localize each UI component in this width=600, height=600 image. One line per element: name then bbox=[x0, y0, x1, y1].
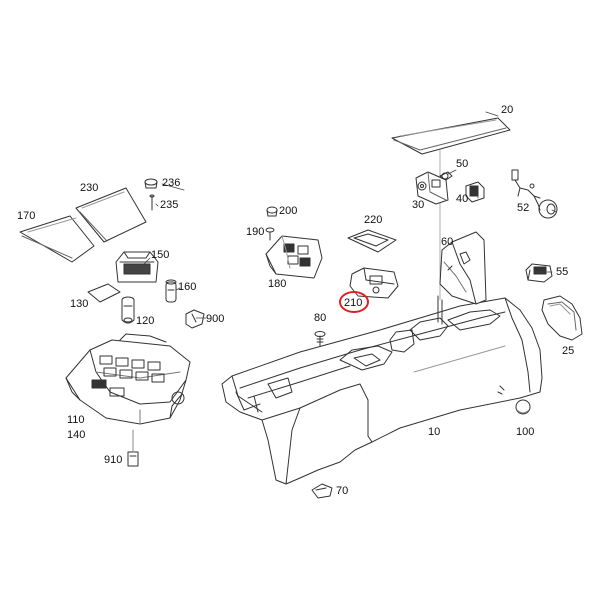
switch-module-part[interactable] bbox=[66, 334, 190, 424]
callout-10[interactable]: 10 bbox=[428, 426, 441, 438]
rear-trim-part[interactable] bbox=[542, 296, 582, 340]
callout-52[interactable]: 52 bbox=[517, 202, 530, 214]
switch-unit-part[interactable] bbox=[416, 172, 448, 204]
tray-part[interactable] bbox=[348, 230, 396, 252]
callout-150[interactable]: 150 bbox=[151, 249, 170, 261]
callout-190[interactable]: 190 bbox=[246, 226, 265, 238]
callout-130[interactable]: 130 bbox=[70, 298, 89, 310]
armrest-pad-part[interactable] bbox=[392, 118, 510, 300]
switch-panel-part[interactable] bbox=[266, 236, 322, 278]
flat-mat-part[interactable] bbox=[88, 284, 120, 302]
callout-80[interactable]: 80 bbox=[314, 312, 327, 324]
lid-panel-part[interactable] bbox=[20, 216, 94, 262]
center-console-part[interactable] bbox=[222, 296, 542, 484]
callout-180[interactable]: 180 bbox=[268, 278, 287, 290]
callout-20[interactable]: 20 bbox=[501, 104, 514, 116]
callout-110[interactable]: 110 bbox=[67, 414, 85, 426]
callout-40[interactable]: 40 bbox=[456, 193, 469, 205]
clip-900-part[interactable] bbox=[186, 310, 204, 328]
screw-part[interactable] bbox=[315, 332, 325, 347]
callout-235[interactable]: 235 bbox=[160, 199, 179, 211]
callout-230[interactable]: 230 bbox=[80, 182, 99, 194]
screw-200-part[interactable] bbox=[267, 207, 277, 216]
bulb-part[interactable] bbox=[440, 172, 452, 180]
highlight-ring bbox=[339, 291, 369, 313]
callout-55[interactable]: 55 bbox=[556, 266, 569, 278]
round-cap-part[interactable] bbox=[516, 400, 530, 414]
callout-140[interactable]: 140 bbox=[67, 429, 86, 441]
small-switch-part[interactable] bbox=[526, 264, 552, 282]
callout-910[interactable]: 910 bbox=[104, 454, 123, 466]
lighter-part[interactable] bbox=[166, 280, 176, 302]
socket-120-part[interactable] bbox=[122, 297, 134, 323]
inner-bracket-part[interactable] bbox=[440, 232, 486, 304]
small-clip-part[interactable] bbox=[312, 484, 332, 498]
callout-100[interactable]: 100 bbox=[516, 426, 535, 438]
callout-236[interactable]: 236 bbox=[162, 177, 181, 189]
callout-70[interactable]: 70 bbox=[336, 485, 349, 497]
connector-910-part[interactable] bbox=[128, 430, 138, 466]
cover-230-part[interactable] bbox=[76, 188, 146, 242]
callout-220[interactable]: 220 bbox=[364, 214, 383, 226]
callout-900[interactable]: 900 bbox=[206, 313, 225, 325]
ashtray-insert-part[interactable] bbox=[116, 252, 158, 282]
screw-236-part[interactable] bbox=[145, 179, 157, 188]
callout-120[interactable]: 120 bbox=[136, 315, 155, 327]
callout-30[interactable]: 30 bbox=[412, 199, 425, 211]
socket-part[interactable] bbox=[466, 182, 484, 202]
callout-60[interactable]: 60 bbox=[441, 236, 454, 248]
screw-235-part[interactable] bbox=[150, 195, 154, 210]
leader-lines bbox=[139, 111, 557, 319]
screw-190-part[interactable] bbox=[266, 228, 274, 240]
callout-170[interactable]: 170 bbox=[17, 210, 36, 222]
cup-holder-insert-part[interactable] bbox=[350, 268, 398, 298]
wiring-harness-part[interactable] bbox=[512, 170, 557, 218]
callout-200[interactable]: 200 bbox=[279, 205, 298, 217]
callout-160[interactable]: 160 bbox=[178, 281, 197, 293]
callout-50[interactable]: 50 bbox=[456, 158, 469, 170]
callout-25[interactable]: 25 bbox=[562, 345, 575, 357]
